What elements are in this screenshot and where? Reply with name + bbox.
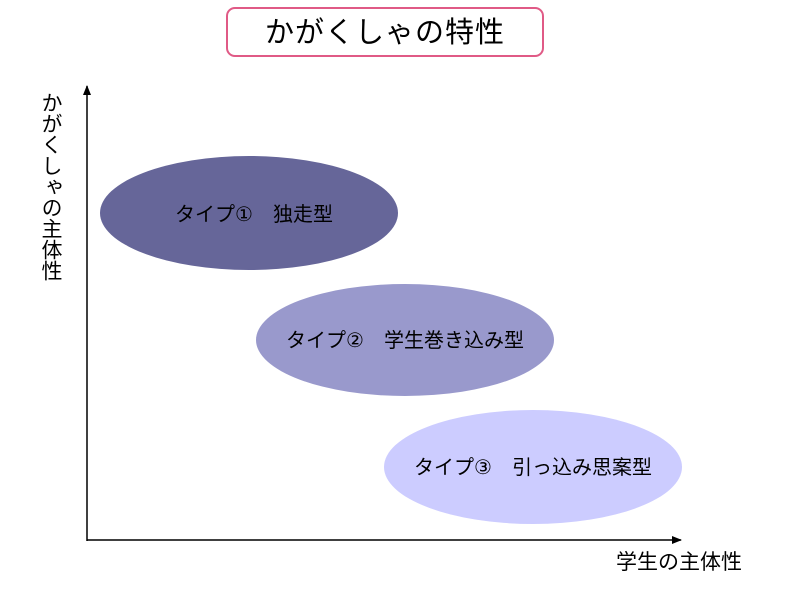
type-2-group: タイプ② 学生巻き込み型	[256, 284, 554, 396]
type-1-label: タイプ① 独走型	[175, 202, 333, 226]
type-2-label: タイプ② 学生巻き込み型	[286, 328, 524, 352]
x-axis-label: 学生の主体性	[616, 550, 742, 574]
type-1-ellipse	[100, 156, 398, 270]
type-2-ellipse	[256, 284, 554, 396]
type-3-label: タイプ③ 引っ込み思案型	[414, 455, 652, 479]
type-1-group: タイプ① 独走型	[100, 156, 398, 270]
type-3-group: タイプ③ 引っ込み思案型	[384, 410, 682, 524]
type-3-ellipse	[384, 410, 682, 524]
title-box: かがくしゃの特性	[226, 7, 544, 57]
y-axis-label: かがくしゃの主体性	[39, 92, 63, 281]
diagram-title: かがくしゃの特性	[264, 14, 505, 49]
